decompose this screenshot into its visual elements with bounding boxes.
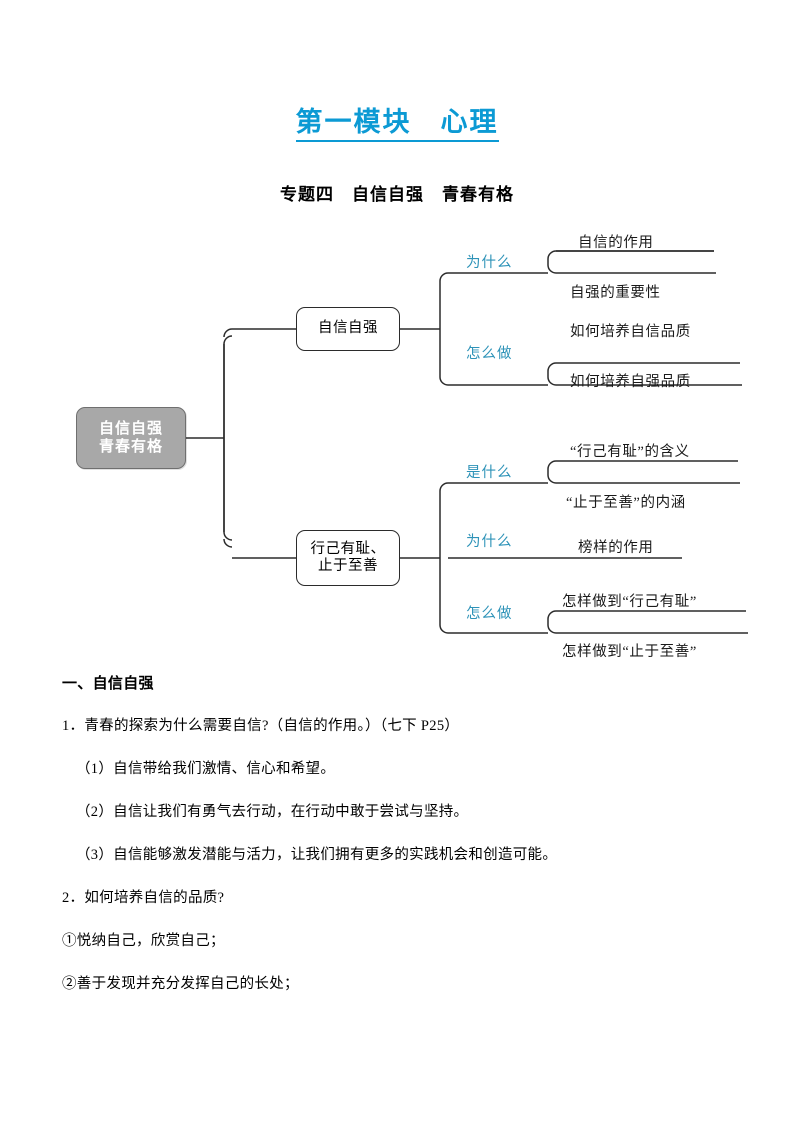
module-title: 第一模块 心理 [0, 100, 794, 142]
mindmap-diagram: 自信自强 青春有格 自信自强 行己有耻、 止于至善 为什么 怎么做 自信的作用 … [0, 212, 794, 667]
mindmap-leaf-peiYangZiXinPinZhi: 如何培养自信品质 [570, 324, 691, 340]
body-text-section: 一、自信自强 1．青春的探索为什么需要自信?（自信的作用。）（七下 P25） （… [62, 672, 742, 1015]
mindmap-leaf-zuoDaoXingJiYouChi: 怎样做到“行己有耻” [562, 594, 697, 610]
body-line-6: ①悦纳自己，欣赏自己； [62, 933, 225, 949]
body-line-1: 1．青春的探索为什么需要自信?（自信的作用。）（七下 P25） [62, 718, 460, 734]
mindmap-root-node[interactable]: 自信自强 青春有格 [76, 407, 186, 469]
module-title-text: 第一模块 心理 [295, 100, 499, 142]
branch-label-weishenme-2: 为什么 [466, 534, 513, 550]
mindmap-connectors [186, 250, 748, 634]
branch-label-zenmezuo-2: 怎么做 [466, 606, 513, 622]
topic-title: 专题四 自信自强 青春有格 [280, 185, 514, 204]
branch-label-shishenme-2: 是什么 [466, 465, 513, 481]
body-line-2: （1）自信带给我们激情、信心和希望。 [76, 761, 336, 777]
mindmap-leaf-ziXinDeZuoYong: 自信的作用 [578, 235, 654, 251]
mindmap-leaf-xingJiYouChiHanYi: “行己有耻”的含义 [570, 444, 690, 460]
branch-label-zenmezuo-1: 怎么做 [466, 346, 513, 362]
mindmap-leaf-ziQiangDeZhongYaoXing: 自强的重要性 [570, 285, 661, 301]
mindmap-leaf-zuoDaoZhiYuZhiShan: 怎样做到“止于至善” [562, 644, 697, 660]
body-line-3: （2）自信让我们有勇气去行动，在行动中敢于尝试与坚持。 [76, 804, 469, 820]
body-heading: 一、自信自强 [62, 676, 154, 692]
mindmap-node-xingJiYouChi[interactable]: 行己有耻、 止于至善 [296, 530, 400, 586]
mindmap-leaf-bangYangDeZuoYong: 榜样的作用 [578, 540, 654, 556]
branch-label-weishenme-1: 为什么 [466, 255, 513, 271]
body-line-7: ②善于发现并充分发挥自己的长处； [62, 976, 299, 992]
mindmap-leaf-peiYangZiQiangPinZhi: 如何培养自强品质 [570, 374, 691, 390]
body-line-5: 2．如何培养自信的品质? [62, 890, 225, 906]
mindmap-leaf-zhiYuZhiShanNeiHan: “止于至善”的内涵 [566, 495, 686, 511]
body-line-4: （3）自信能够激发潜能与活力，让我们拥有更多的实践机会和创造可能。 [76, 847, 558, 863]
mindmap-node-ziXinZiQiang[interactable]: 自信自强 [296, 307, 400, 351]
